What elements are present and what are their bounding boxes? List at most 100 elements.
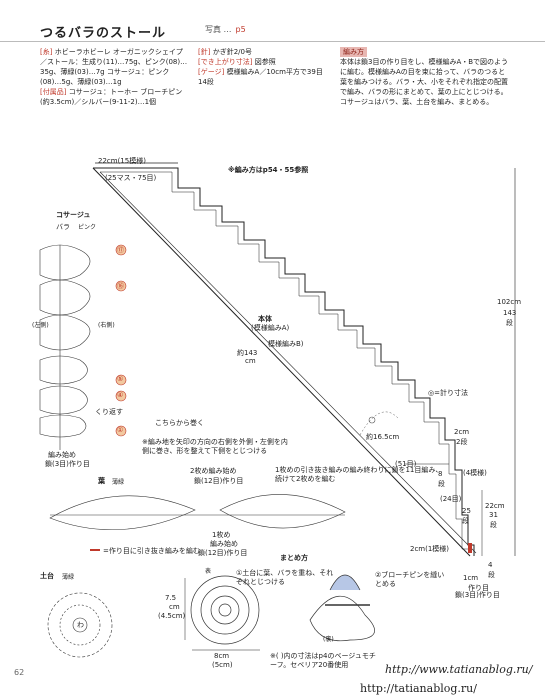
diag-len-1b: cm	[245, 357, 256, 365]
leaf-start1-a: 1枚め	[212, 531, 231, 539]
page-title: つるバラのストール	[40, 26, 167, 41]
pattern-b: 模様編みB)	[268, 340, 304, 348]
r-4: 4	[488, 561, 493, 569]
needle-text: かぎ針2/0号	[212, 48, 252, 56]
leaf-start2-a: 2枚め編み始め	[190, 467, 237, 475]
leaf-title: 葉	[98, 477, 105, 485]
stitches-top: (25マス・75目)	[105, 174, 157, 182]
r-51: (51目)	[395, 460, 417, 468]
row-4: ④	[117, 391, 124, 399]
rose-color: ピンク	[78, 224, 97, 231]
r-25u: 段	[462, 517, 469, 525]
leaf-color: 薄緑	[112, 479, 125, 486]
yarn-text: ホビーラホビーレ オーガニックシェイプ／ストール：生成り(11)…75g、ピンク…	[40, 48, 188, 86]
parts-text: コサージュ：トーホー ブローチピン(約3.5cm)／シルバー(9-11-2)…1…	[40, 88, 183, 106]
r-2rows: 2段	[456, 438, 468, 446]
leaf-start2-b: 鎖(12目)作り目	[194, 477, 244, 485]
assembly-width-b: (5cm)	[212, 661, 233, 669]
total-rows-unit: 段	[506, 319, 513, 327]
photo-label: 写真 …	[205, 25, 232, 34]
assembly-back	[309, 574, 375, 642]
assembly-height-c: (4.5cm)	[158, 612, 186, 620]
chain-start-1: 編み始め	[48, 451, 76, 459]
row-5: ⑤	[117, 375, 124, 383]
assembly-front: 表	[205, 568, 212, 575]
width-top: 22cm(15模様)	[98, 157, 146, 165]
photo-page: p5	[235, 25, 246, 34]
rose-chart	[39, 244, 91, 450]
r-2cm: 2cm	[454, 428, 470, 436]
ref-note: ※編み方はp54・55参照	[228, 166, 309, 174]
diag-len-1: 約143	[237, 349, 258, 357]
materials-block: [糸] ホビーラホビーレ オーガニックシェイプ／ストール：生成り(11)…75g…	[40, 47, 188, 107]
r-4u: 段	[488, 571, 495, 579]
corsage-title: コサージュ	[56, 211, 91, 219]
header-rule	[0, 41, 545, 42]
assembly-width-a: 8cm	[214, 652, 230, 660]
repeat-label: くり返す	[95, 408, 123, 416]
start-mark	[468, 543, 472, 553]
stole-outer-edge	[92, 167, 471, 557]
rose-label: バラ	[56, 223, 70, 231]
base-color: 薄緑	[62, 574, 75, 581]
parts-label: [付属品]	[40, 88, 67, 96]
leaf-note1: 1枚めの引き抜き編みの編み終わりに鎖を11目編み、続けて2枚めを編む	[275, 466, 443, 483]
diag-len-2: 約16.5cm	[366, 433, 400, 441]
r-24: (24目)	[440, 495, 462, 503]
row-16: ⑯	[117, 282, 124, 290]
row-17: ⑰	[117, 246, 124, 254]
footer-url: http://tatianablog.ru/	[360, 682, 477, 695]
start-a: 1cm	[463, 574, 479, 582]
base-chart	[47, 592, 113, 658]
size-label: [でき上がり寸法]	[198, 58, 253, 66]
r-8u: 段	[438, 480, 445, 488]
r-4pat: (4模様)	[463, 469, 487, 477]
photo-ref: 写真 …p5	[205, 24, 246, 35]
assembly-title: まとめ方	[280, 554, 308, 562]
side-right: (右側)	[98, 322, 115, 329]
assembly-step2: ②ブローチピンを縫いとめる	[375, 571, 445, 588]
legend-circle: ◎=計り寸法	[428, 389, 468, 397]
pattern-a: (模様編みA)	[251, 324, 290, 332]
page-number: 62	[14, 668, 25, 677]
needle-label: [針]	[198, 48, 211, 56]
r-25: 25	[462, 507, 471, 515]
leaf-arrow-note: =作り目に引き抜き編みを編む	[103, 547, 200, 555]
leaf-start1-c: 鎖(12目)作り目	[198, 549, 248, 557]
side-left: (左側)	[32, 322, 49, 329]
tools-block: [針] かぎ針2/0号 [でき上がり寸法] 図参照 [ゲージ] 模様編みA／10…	[198, 47, 323, 87]
rose-note: ※編み地を矢印の方向の右側を外側・左側を内側に巻き、形を整えて下側をとじつける	[142, 438, 288, 455]
howto-text: 本体は鎖3目の作り目をし、模様編みA・Bで図のように編む。模様編みAの目を束に拾…	[340, 58, 509, 106]
total-length: 102cm	[497, 298, 522, 306]
row-1: ①	[117, 426, 124, 434]
howto-block: 編み方 本体は鎖3目の作り目をし、模様編みA・Bで図のように編む。模様編みAの目…	[340, 47, 512, 107]
base-title: 土台	[40, 572, 54, 580]
leaf-start1-b: 編み始め	[210, 540, 238, 548]
assembly-back-label: (裏)	[323, 636, 334, 643]
assembly-step1: ①土台に葉、バラを重ね、それぞれとじつける	[236, 569, 334, 586]
measure-arc	[359, 411, 399, 436]
body-label: 本体	[258, 315, 272, 323]
r-8: 8	[438, 470, 443, 478]
yarn-label: [糸]	[40, 48, 53, 56]
r-bottom: 2cm(1模様)	[410, 545, 450, 553]
row-markers	[115, 244, 127, 437]
assembly-rose	[190, 575, 260, 645]
r-22cm: 22cm	[485, 502, 505, 510]
stole-stepped-edge	[93, 167, 475, 556]
gauge-label: [ゲージ]	[198, 68, 225, 76]
gauge-text: 模様編みA／10cm平方で39目14段	[198, 68, 323, 86]
chain-start-2: 鎖(3目)作り目	[45, 460, 90, 468]
measure-mark	[368, 416, 376, 424]
howto-label: 編み方	[340, 47, 367, 57]
base-center: わ	[77, 621, 84, 629]
assembly-note: ※( )内の寸法はp4のベージュモチーフ。セベリア20番使用	[270, 652, 376, 669]
start-c: 鎖(3目)作り目	[455, 591, 500, 599]
stole-inner-edge	[99, 171, 477, 554]
r-31: 31	[489, 511, 498, 519]
from-here: こちらから巻く	[155, 419, 204, 427]
start-b: 作り目	[468, 584, 489, 592]
leaf-chart	[49, 494, 346, 531]
assembly-height-b: cm	[169, 603, 180, 611]
